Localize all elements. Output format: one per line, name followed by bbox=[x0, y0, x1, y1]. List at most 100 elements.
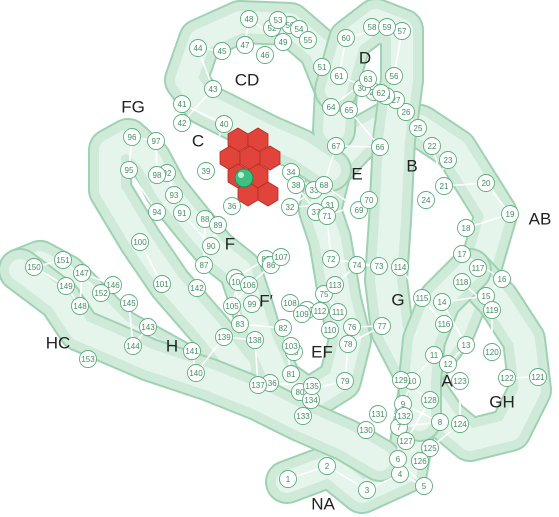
residue-number: 81 bbox=[287, 370, 296, 379]
residue-114: 114 bbox=[392, 259, 409, 276]
residue-number: 94 bbox=[153, 208, 162, 217]
residue-121: 121 bbox=[530, 369, 547, 386]
residue-number: 135 bbox=[305, 382, 319, 391]
residue-number: 93 bbox=[170, 191, 179, 200]
residue-number: 83 bbox=[236, 320, 245, 329]
residue-128: 128 bbox=[422, 392, 439, 409]
residue-number: 90 bbox=[207, 242, 216, 251]
helix-label-ef: EF bbox=[311, 343, 333, 362]
residue-117: 117 bbox=[470, 260, 487, 277]
helix-label-d: D bbox=[359, 49, 371, 68]
residue-6: 6 bbox=[390, 451, 407, 468]
residue-number: 153 bbox=[81, 355, 95, 364]
residue-number: 12 bbox=[444, 360, 453, 369]
residue-76: 76 bbox=[344, 319, 361, 336]
residue-number: 139 bbox=[217, 333, 231, 342]
residue-number: 113 bbox=[329, 281, 342, 290]
residue-number: 143 bbox=[141, 323, 155, 332]
residue-133: 133 bbox=[295, 408, 312, 425]
residue-127: 127 bbox=[398, 433, 415, 450]
residue-65: 65 bbox=[341, 102, 358, 119]
residue-number: 44 bbox=[194, 44, 203, 53]
residue-number: 74 bbox=[353, 261, 362, 270]
residue-number: 112 bbox=[314, 307, 327, 316]
residue-3: 3 bbox=[359, 482, 376, 499]
residue-110: 110 bbox=[322, 322, 339, 339]
helix-label-fprime: F′ bbox=[259, 292, 273, 311]
residue-number: 70 bbox=[365, 196, 374, 205]
residue-number: 45 bbox=[218, 47, 227, 56]
residue-77: 77 bbox=[374, 318, 391, 335]
residue-number: 100 bbox=[133, 238, 147, 247]
residue-20: 20 bbox=[478, 175, 495, 192]
residue-number: 1 bbox=[286, 475, 291, 484]
residue-number: 65 bbox=[345, 106, 354, 115]
helix-label-na: NA bbox=[311, 495, 335, 514]
residue-21: 21 bbox=[436, 178, 453, 195]
residue-17: 17 bbox=[454, 246, 471, 263]
residue-8: 8 bbox=[432, 414, 449, 431]
residue-97: 97 bbox=[148, 133, 165, 150]
residue-number: 3 bbox=[365, 486, 370, 495]
helix-label-b: B bbox=[406, 157, 417, 176]
residue-126: 126 bbox=[412, 453, 429, 470]
residue-153: 153 bbox=[80, 351, 97, 368]
residue-number: 66 bbox=[376, 143, 385, 152]
residue-number: 55 bbox=[304, 36, 313, 45]
residue-number: 48 bbox=[245, 15, 254, 24]
residue-number: 69 bbox=[355, 206, 364, 215]
residue-number: 115 bbox=[416, 294, 429, 303]
residue-39: 39 bbox=[198, 163, 215, 180]
residue-96: 96 bbox=[124, 129, 141, 146]
residue-25: 25 bbox=[410, 120, 427, 137]
residue-number: 110 bbox=[324, 326, 337, 335]
residue-number: 59 bbox=[383, 23, 392, 32]
residue-number: 99 bbox=[248, 300, 257, 309]
residue-138: 138 bbox=[247, 332, 264, 349]
residue-99: 99 bbox=[244, 296, 261, 313]
residue-number: 152 bbox=[94, 289, 108, 298]
residue-number: 95 bbox=[125, 166, 134, 175]
residue-36: 36 bbox=[224, 198, 241, 215]
residue-112: 112 bbox=[312, 303, 329, 320]
residue-144: 144 bbox=[125, 338, 142, 355]
residue-number: 8 bbox=[438, 418, 443, 427]
residue-number: 14 bbox=[438, 298, 447, 307]
residue-number: 58 bbox=[368, 23, 377, 32]
residue-2: 2 bbox=[319, 458, 336, 475]
residue-number: 71 bbox=[323, 212, 332, 221]
residue-number: 149 bbox=[59, 282, 73, 291]
residue-number: 145 bbox=[122, 299, 136, 308]
residue-103: 103 bbox=[283, 338, 300, 355]
residue-22: 22 bbox=[424, 138, 441, 155]
residue-number: 117 bbox=[472, 264, 485, 273]
residue-82: 82 bbox=[275, 320, 292, 337]
residue-124: 124 bbox=[452, 416, 469, 433]
residue-number: 54 bbox=[295, 25, 304, 34]
residue-41: 41 bbox=[174, 96, 191, 113]
residue-118: 118 bbox=[454, 274, 471, 291]
residue-56: 56 bbox=[386, 68, 403, 85]
residue-42: 42 bbox=[174, 115, 191, 132]
residue-140: 140 bbox=[188, 365, 205, 382]
residue-number: 57 bbox=[398, 27, 407, 36]
residue-number: 6 bbox=[396, 455, 401, 464]
residue-44: 44 bbox=[190, 40, 207, 57]
residue-number: 98 bbox=[153, 171, 162, 180]
residue-38: 38 bbox=[288, 177, 305, 194]
residue-151: 151 bbox=[55, 252, 72, 269]
residue-137: 137 bbox=[250, 377, 267, 394]
residue-87: 87 bbox=[196, 257, 213, 274]
residue-number: 125 bbox=[423, 444, 437, 453]
residue-number: 67 bbox=[332, 142, 341, 151]
residue-91: 91 bbox=[174, 205, 191, 222]
residue-number: 25 bbox=[414, 124, 423, 133]
helix-label-cd: CD bbox=[235, 71, 260, 90]
residue-number: 73 bbox=[375, 262, 384, 271]
residue-98: 98 bbox=[149, 167, 166, 184]
residue-number: 56 bbox=[390, 72, 399, 81]
residue-120: 120 bbox=[484, 344, 501, 361]
residue-number: 46 bbox=[261, 51, 270, 60]
helix-label-a: A bbox=[441, 372, 453, 391]
residue-19: 19 bbox=[502, 206, 519, 223]
